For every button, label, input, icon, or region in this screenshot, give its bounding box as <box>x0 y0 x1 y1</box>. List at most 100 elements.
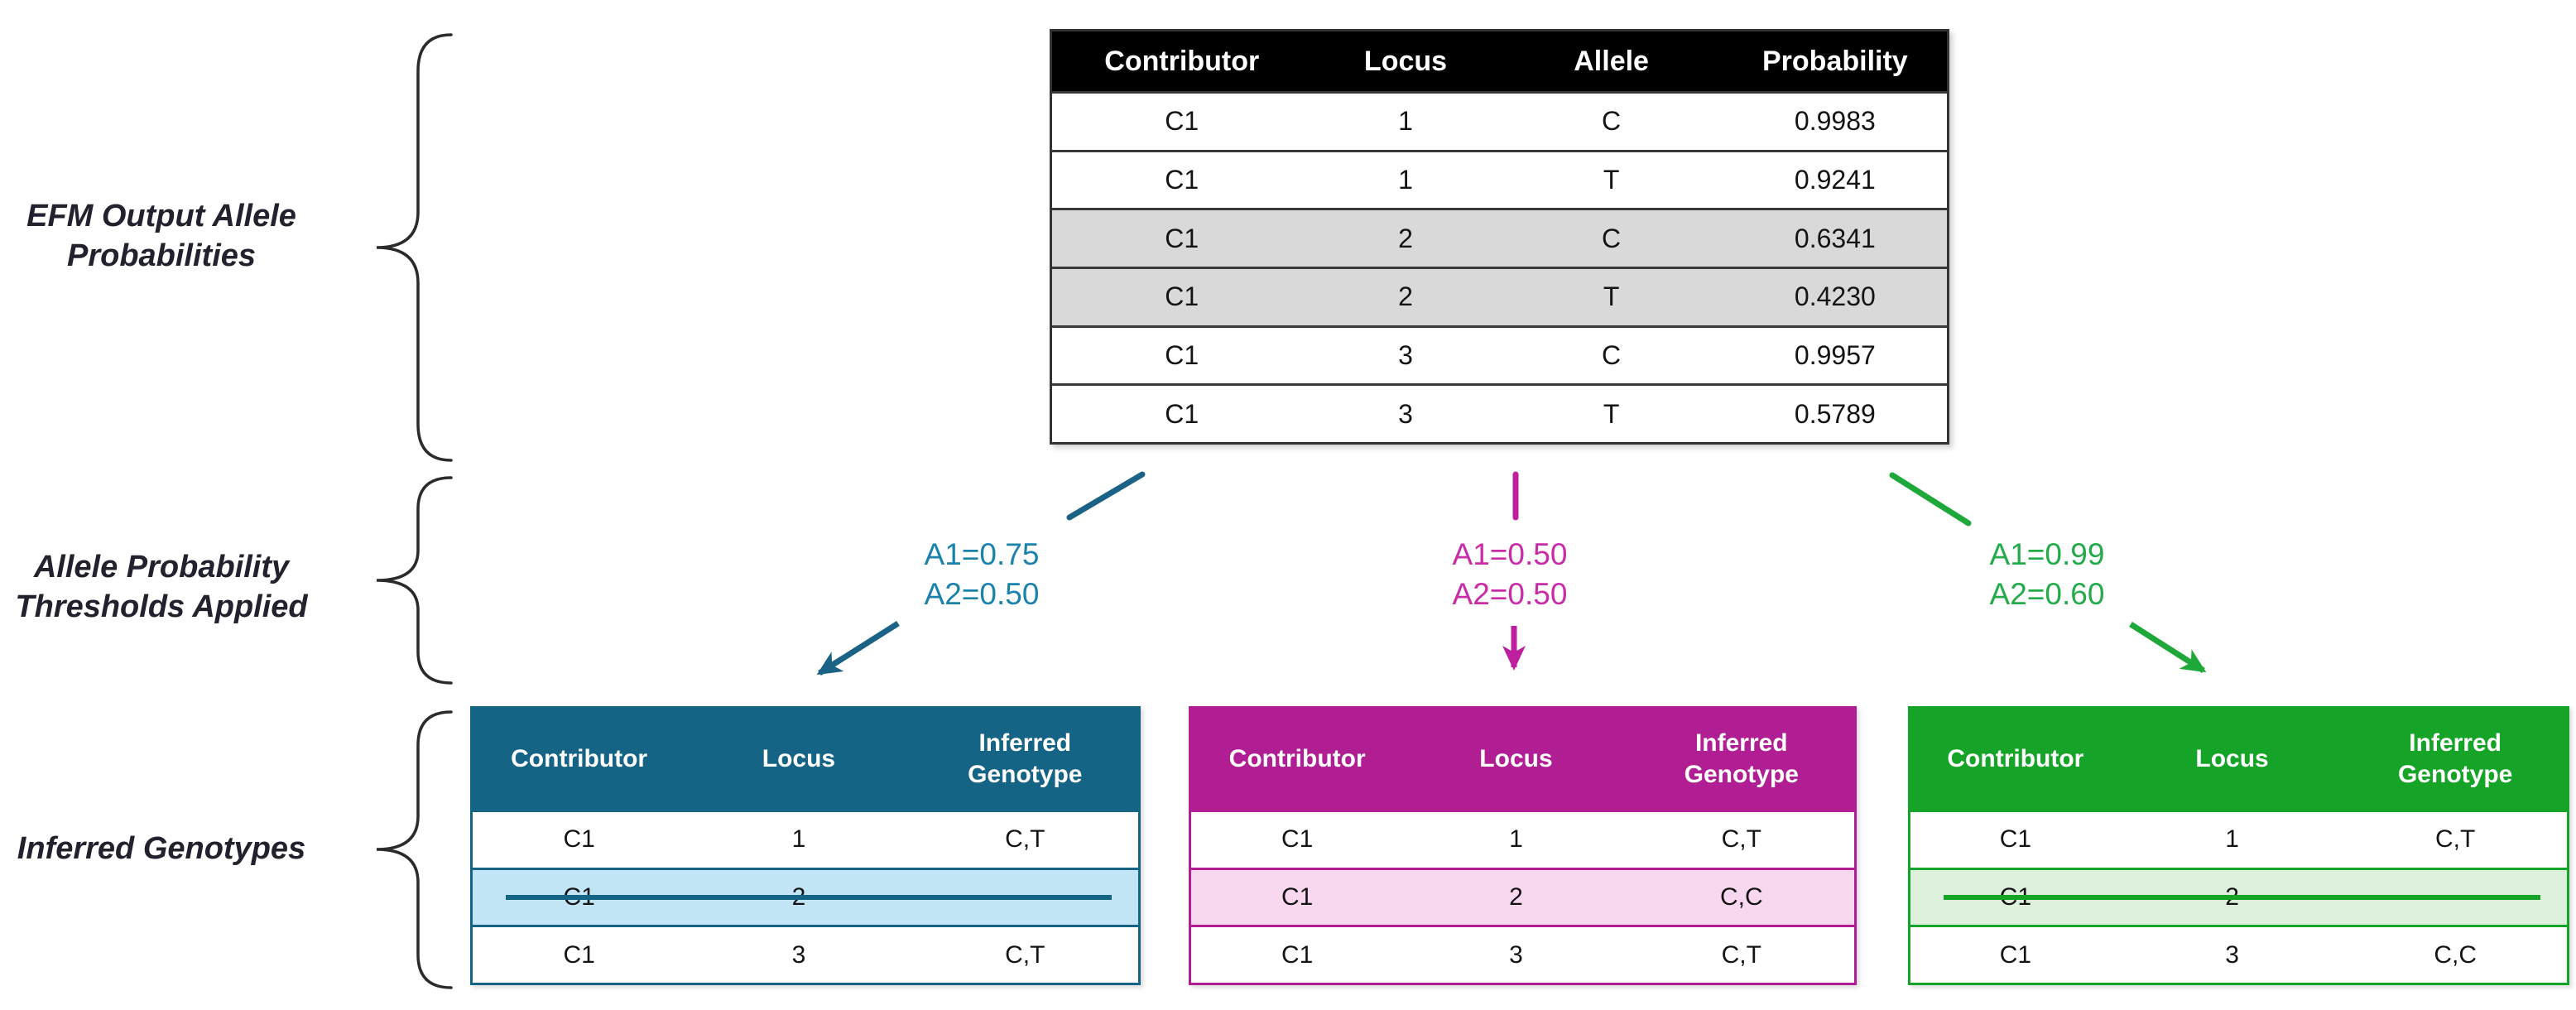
gt-header-inferred-genotype: Inferred Genotype <box>968 729 1083 788</box>
cell-genotype: C,T <box>1721 825 1761 854</box>
genotype-row: C1 1 C,T <box>1191 810 1854 868</box>
label-allele-probability-thresholds-applied: Allele Probability Thresholds Applied <box>15 550 308 624</box>
cell-probability: 0.9241 <box>1794 165 1876 195</box>
cell-locus: 3 <box>1509 940 1523 969</box>
cell-locus: 1 <box>1398 165 1413 195</box>
genotype-row-struck: C12 <box>1910 867 2567 926</box>
genotype-table-header: Contributor Locus Inferred Genotype <box>473 709 1138 810</box>
gt-header-locus: Locus <box>1479 745 1553 772</box>
threshold-a2: A2=0.50 <box>924 577 1040 611</box>
genotype-row: C1 1 C,T <box>473 810 1138 868</box>
cell-locus: 1 <box>1509 825 1523 854</box>
gt-header-locus: Locus <box>2195 745 2269 772</box>
threshold-annotation-green: A1=0.99 A2=0.60 <box>1915 535 2180 614</box>
efm-table-row: C1 2 T 0.4230 <box>1052 267 1947 325</box>
cell-contributor: C1 <box>1165 398 1199 429</box>
cell-contributor: C1 <box>1999 825 2032 854</box>
cell-allele: C <box>1602 340 1622 371</box>
arrow-teal-upper-segment <box>1066 471 1146 521</box>
cell-locus: 2 <box>1509 883 1523 911</box>
genotype-row: C1 3 C,T <box>473 925 1138 984</box>
cell-genotype: C,T <box>1721 940 1761 969</box>
cell-probability: 0.6341 <box>1794 223 1876 253</box>
genotype-row-struck: C12 <box>473 867 1138 926</box>
cell-locus: 3 <box>791 940 806 969</box>
cell-allele: T <box>1603 165 1620 195</box>
cell-contributor: C1 <box>1165 165 1199 195</box>
threshold-a2: A2=0.60 <box>1989 577 2105 611</box>
cell-genotype: C,C <box>1719 883 1763 911</box>
arrow-green-lower-segment <box>2129 622 2207 673</box>
strikethrough-line <box>1943 895 2541 900</box>
genotype-table-header: Contributor Locus Inferred Genotype <box>1910 709 2567 810</box>
cell-locus: 2 <box>1398 281 1413 312</box>
efm-header-allele: Allele <box>1574 45 1649 77</box>
cell-contributor: C1 <box>1281 940 1314 969</box>
cell-contributor: C1 <box>1281 883 1314 911</box>
threshold-a2: A2=0.50 <box>1452 577 1568 611</box>
cell-probability: 0.4230 <box>1794 281 1876 312</box>
gt-header-inferred-genotype: Inferred Genotype <box>1684 729 1799 788</box>
efm-header-locus: Locus <box>1363 45 1448 77</box>
arrow-teal-lower-segment <box>816 621 900 676</box>
gt-header-contributor: Contributor <box>1228 745 1366 772</box>
threshold-annotation-teal: A1=0.75 A2=0.50 <box>849 535 1114 614</box>
cell-contributor: C1 <box>1999 940 2032 969</box>
cell-locus: 1 <box>791 825 806 854</box>
efm-table-row: C1 1 C 0.9983 <box>1052 91 1947 150</box>
cell-allele: C <box>1602 106 1622 137</box>
cell-contributor: C1 <box>563 825 595 854</box>
threshold-a1: A1=0.75 <box>924 537 1040 571</box>
cell-contributor: C1 <box>1165 106 1199 137</box>
efm-header-probability: Probability <box>1762 45 1908 77</box>
efm-table-row: C1 2 C 0.6341 <box>1052 208 1947 267</box>
cell-locus: 2 <box>1398 223 1413 253</box>
cell-genotype: C,T <box>1005 940 1045 969</box>
label-inferred-genotypes: Inferred Genotypes <box>17 831 306 866</box>
cell-contributor: C1 <box>1281 825 1314 854</box>
cell-locus: 3 <box>1398 398 1413 429</box>
strikethrough-line <box>506 895 1112 900</box>
cell-contributor: C1 <box>563 940 595 969</box>
efm-header-contributor: Contributor <box>1104 45 1260 77</box>
cell-probability: 0.9957 <box>1794 340 1876 371</box>
gt-header-contributor: Contributor <box>511 745 648 772</box>
threshold-a1: A1=0.99 <box>1989 537 2105 571</box>
cell-contributor: C1 <box>1165 223 1199 253</box>
genotype-row: C1 3 C,T <box>1191 925 1854 984</box>
cell-locus: 3 <box>1398 340 1413 371</box>
cell-locus: 1 <box>1398 106 1413 137</box>
threshold-annotation-magenta: A1=0.50 A2=0.50 <box>1377 535 1642 614</box>
cell-genotype: C,T <box>2435 825 2476 854</box>
gt-header-contributor: Contributor <box>1947 745 2084 772</box>
cell-allele: T <box>1603 281 1620 312</box>
efm-table-header: Contributor Locus Allele Probability <box>1052 31 1947 91</box>
cell-genotype: C,T <box>1005 825 1045 854</box>
brace-efm-output <box>376 33 453 462</box>
cell-genotype: C,C <box>2434 940 2477 969</box>
cell-locus: 3 <box>2225 940 2239 969</box>
cell-allele: C <box>1602 223 1622 253</box>
brace-thresholds <box>376 476 453 685</box>
cell-probability: 0.9983 <box>1794 106 1876 137</box>
arrow-green-upper-segment <box>1889 472 1972 527</box>
genotype-row: C1 2 C,C <box>1191 867 1854 926</box>
threshold-a1: A1=0.50 <box>1452 537 1568 571</box>
cell-contributor: C1 <box>1165 281 1199 312</box>
genotype-table-header: Contributor Locus Inferred Genotype <box>1191 709 1854 810</box>
cell-probability: 0.5789 <box>1794 398 1876 429</box>
gt-header-inferred-genotype: Inferred Genotype <box>2397 729 2513 788</box>
genotype-row: C1 3 C,C <box>1910 925 2567 984</box>
